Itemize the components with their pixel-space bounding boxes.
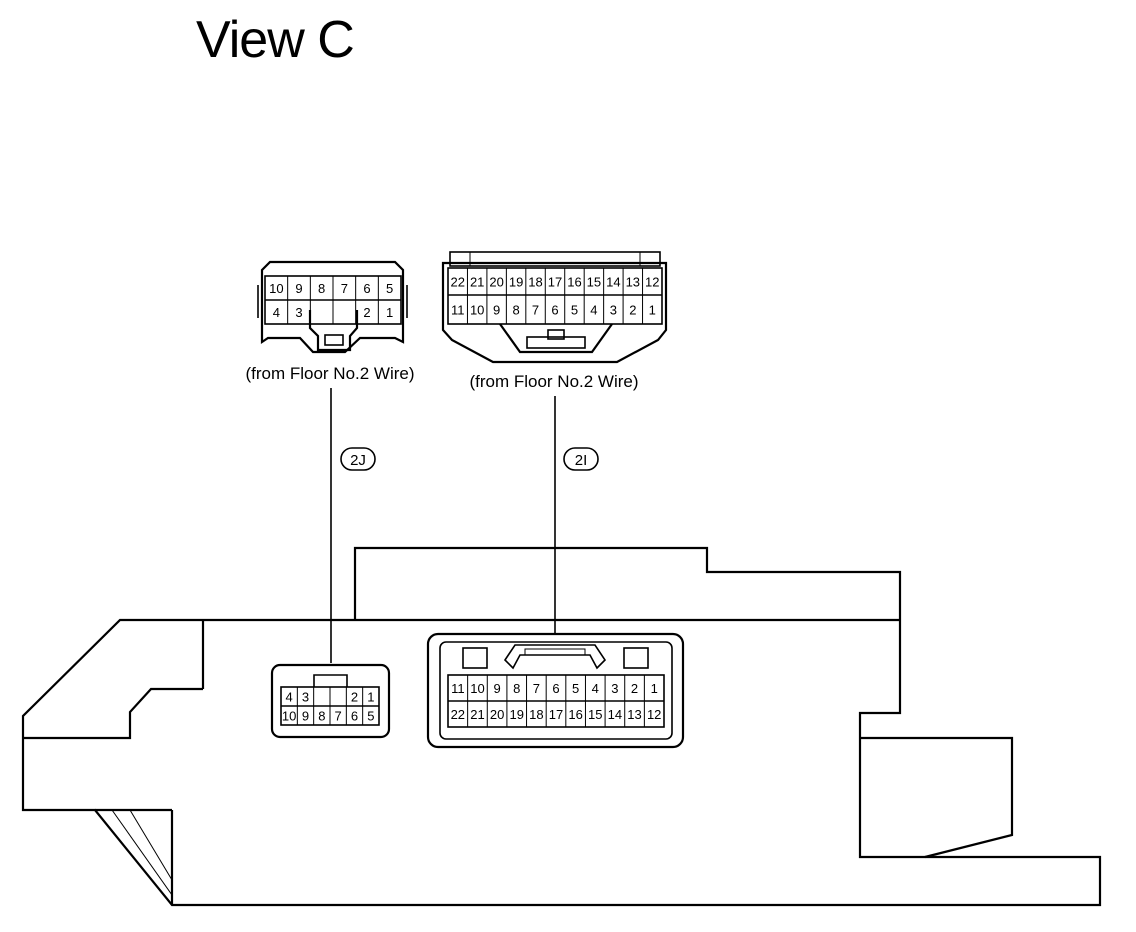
pin-number: 6 — [551, 303, 558, 318]
pin-number: 15 — [587, 275, 601, 290]
pin-number: 4 — [273, 305, 280, 320]
pin-number: 7 — [533, 681, 540, 696]
pin-number: 19 — [509, 707, 523, 722]
pin-number: 18 — [528, 275, 542, 290]
pin-number: 5 — [386, 281, 393, 296]
pin-number: 9 — [302, 709, 309, 724]
pin-number: 5 — [572, 681, 579, 696]
pin-number: 7 — [341, 281, 348, 296]
pin-number: 22 — [451, 707, 465, 722]
pin-number: 20 — [489, 275, 503, 290]
pin-number: 1 — [386, 305, 393, 320]
pin-number: 4 — [590, 303, 597, 318]
connector-2i-source-label: (from Floor No.2 Wire) — [469, 372, 638, 391]
pin-number: 9 — [295, 281, 302, 296]
pin-number: 10 — [269, 281, 283, 296]
pin-number: 2 — [351, 690, 358, 705]
pin-number: 3 — [610, 303, 617, 318]
pin-number: 7 — [532, 303, 539, 318]
pin-number: 9 — [493, 303, 500, 318]
pin-number: 10 — [282, 709, 296, 724]
pin-number: 6 — [351, 709, 358, 724]
pin-number: 10 — [470, 681, 484, 696]
pin-number: 1 — [649, 303, 656, 318]
pin-number: 12 — [645, 275, 659, 290]
connector-2i-code: 2I — [575, 452, 588, 469]
pin-number: 2 — [629, 303, 636, 318]
pin-number: 15 — [588, 707, 602, 722]
pin-number: 16 — [568, 707, 582, 722]
pin-number: 10 — [470, 303, 484, 318]
pin-number: 5 — [571, 303, 578, 318]
pin-number: 4 — [592, 681, 599, 696]
pin-number: 12 — [647, 707, 661, 722]
pin-number: 7 — [335, 709, 342, 724]
pin-number: 13 — [627, 707, 641, 722]
pin-number: 13 — [626, 275, 640, 290]
pin-number: 9 — [493, 681, 500, 696]
pin-number: 17 — [548, 275, 562, 290]
pin-number: 8 — [318, 281, 325, 296]
connector-2j-source-label: (from Floor No.2 Wire) — [245, 364, 414, 383]
pin-number: 17 — [549, 707, 563, 722]
pin-number: 22 — [450, 275, 464, 290]
pin-number: 4 — [286, 690, 293, 705]
connector-2j-code-badge — [340, 447, 376, 471]
pin-number: 8 — [318, 709, 325, 724]
pin-number: 3 — [302, 690, 309, 705]
pin-number: 14 — [606, 275, 620, 290]
pin-number: 14 — [608, 707, 622, 722]
pin-number: 21 — [470, 275, 484, 290]
pin-number: 6 — [552, 681, 559, 696]
pin-number: 1 — [651, 681, 658, 696]
pin-number: 3 — [611, 681, 618, 696]
pin-number: 8 — [513, 681, 520, 696]
pin-number: 21 — [470, 707, 484, 722]
pin-number: 6 — [363, 281, 370, 296]
pin-number: 11 — [451, 303, 465, 318]
pin-number: 18 — [529, 707, 543, 722]
connector-2i-code-badge — [563, 447, 599, 471]
pin-number: 20 — [490, 707, 504, 722]
pin-number: 16 — [567, 275, 581, 290]
pin-number: 1 — [367, 690, 374, 705]
pin-number: 8 — [512, 303, 519, 318]
pin-number: 3 — [295, 305, 302, 320]
pin-number: 19 — [509, 275, 523, 290]
unit-housing — [21, 546, 1102, 907]
pin-number: 2 — [363, 305, 370, 320]
view-title: View C — [196, 11, 355, 69]
pin-number: 5 — [367, 709, 374, 724]
pin-number: 11 — [451, 681, 465, 696]
pin-number: 2 — [631, 681, 638, 696]
connector-2j-code: 2J — [350, 452, 366, 469]
